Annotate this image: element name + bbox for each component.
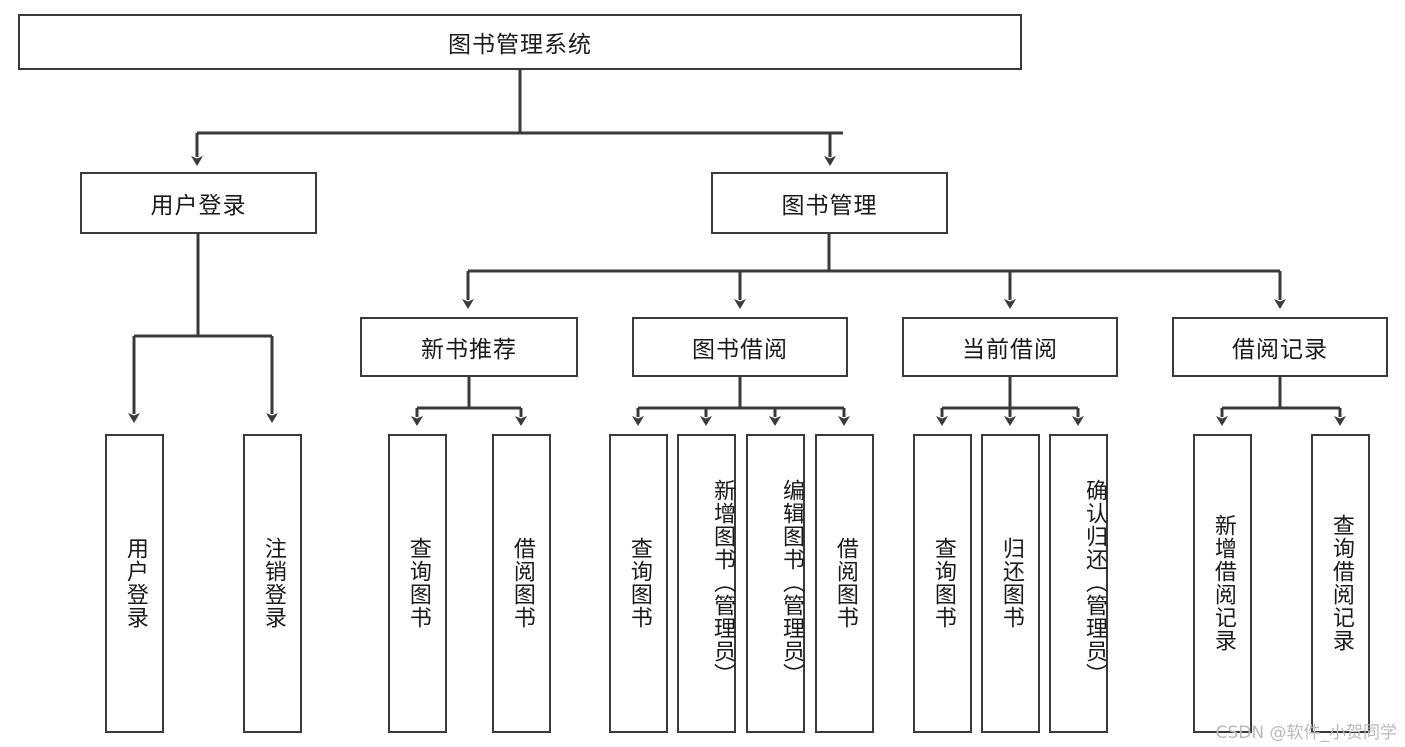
leaf-current-confirm-return[interactable]: 确认归还（管理员） bbox=[1049, 434, 1108, 733]
leaf-new-books-query[interactable]: 查询图书 bbox=[388, 434, 447, 733]
leaf-borrow-borrow-book[interactable]: 借阅图书 bbox=[815, 434, 874, 733]
leaf-records-query-record-label: 查询借阅记录 bbox=[1328, 513, 1354, 652]
node-book-management[interactable]: 图书管理 bbox=[711, 172, 948, 234]
node-borrow-records[interactable]: 借阅记录 bbox=[1172, 317, 1388, 377]
leaf-borrow-edit-book[interactable]: 编辑图书（管理员） bbox=[746, 434, 805, 733]
node-book-borrow-label: 图书借阅 bbox=[692, 337, 788, 363]
node-user-login[interactable]: 用户登录 bbox=[80, 172, 317, 234]
leaf-new-books-query-label: 查询图书 bbox=[405, 536, 431, 629]
leaf-borrow-add-book-label: 新增图书（管理员） bbox=[710, 479, 735, 686]
leaf-borrow-query-book[interactable]: 查询图书 bbox=[609, 434, 668, 733]
leaf-borrow-add-book[interactable]: 新增图书（管理员） bbox=[677, 434, 736, 733]
leaf-current-query-book[interactable]: 查询图书 bbox=[913, 434, 972, 733]
leaf-user-login-login-label: 用户登录 bbox=[122, 536, 148, 629]
leaf-records-add-record-label: 新增借阅记录 bbox=[1210, 513, 1236, 652]
node-new-book-recommend-label: 新书推荐 bbox=[421, 337, 517, 363]
leaf-current-query-book-label: 查询图书 bbox=[930, 536, 956, 629]
node-borrow-records-label: 借阅记录 bbox=[1232, 337, 1328, 363]
leaf-borrow-edit-book-label: 编辑图书（管理员） bbox=[779, 479, 804, 686]
leaf-user-login-logout-label: 注销登录 bbox=[260, 536, 286, 629]
node-current-borrow-label: 当前借阅 bbox=[962, 337, 1058, 363]
leaf-current-return-book[interactable]: 归还图书 bbox=[981, 434, 1040, 733]
leaf-current-confirm-return-label: 确认归还（管理员） bbox=[1082, 479, 1107, 686]
node-book-borrow[interactable]: 图书借阅 bbox=[632, 317, 848, 377]
leaf-borrow-query-book-label: 查询图书 bbox=[626, 536, 652, 629]
leaf-records-query-record[interactable]: 查询借阅记录 bbox=[1311, 434, 1370, 733]
leaf-current-return-book-label: 归还图书 bbox=[998, 536, 1024, 629]
leaf-user-login-login[interactable]: 用户登录 bbox=[105, 434, 164, 733]
node-current-borrow[interactable]: 当前借阅 bbox=[902, 317, 1118, 377]
leaf-records-add-record[interactable]: 新增借阅记录 bbox=[1193, 434, 1252, 733]
node-new-book-recommend[interactable]: 新书推荐 bbox=[360, 317, 578, 377]
leaf-borrow-borrow-book-label: 借阅图书 bbox=[832, 536, 858, 629]
leaf-new-books-borrow[interactable]: 借阅图书 bbox=[492, 434, 551, 733]
leaf-user-login-logout[interactable]: 注销登录 bbox=[243, 434, 302, 733]
node-book-management-label: 图书管理 bbox=[781, 193, 878, 219]
node-root[interactable]: 图书管理系统 bbox=[18, 14, 1022, 70]
node-root-label: 图书管理系统 bbox=[448, 32, 592, 58]
node-user-login-label: 用户登录 bbox=[150, 193, 247, 219]
leaf-new-books-borrow-label: 借阅图书 bbox=[509, 536, 535, 629]
